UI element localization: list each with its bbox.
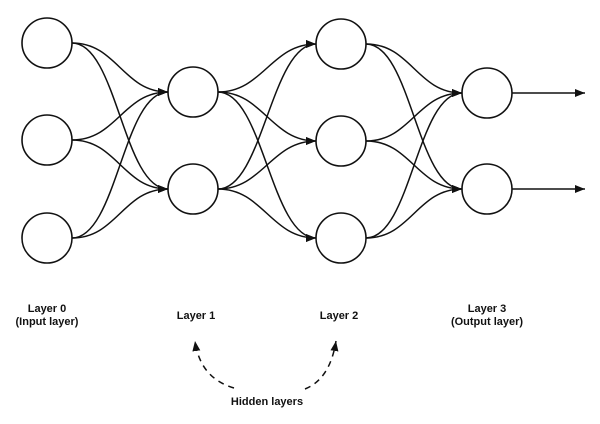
node-layer-3-1 — [461, 163, 513, 215]
node-layer-1-1 — [167, 163, 219, 215]
node-layer-2-1 — [315, 115, 367, 167]
layer-1-label-line1: Layer 1 — [176, 310, 216, 322]
edge-layer-1-to-layer-2 — [217, 40, 317, 93]
edge-layer-1-to-layer-2 — [217, 40, 317, 190]
edge-layer-0-to-layer-1 — [71, 42, 169, 96]
layer-3-label: Layer 3 (Output layer) — [451, 303, 523, 329]
hidden-layers-label: Hidden layers — [230, 396, 304, 408]
layer-2-label-line1: Layer 2 — [319, 310, 359, 322]
layer-2-label: Layer 2 — [320, 310, 359, 323]
node-layer-0-2 — [21, 212, 73, 264]
edge-layer-1-to-layer-2 — [217, 188, 317, 242]
node-layer-3-0 — [461, 67, 513, 119]
layer-0-label-line2: (Input layer) — [15, 316, 79, 328]
edge-layer-2-to-layer-3 — [365, 185, 463, 239]
node-layer-2-0 — [315, 18, 367, 70]
layer-1-label: Layer 1 — [177, 310, 216, 323]
hidden-layers-dashed-arrow-1 — [304, 340, 339, 390]
edge-layer-0-to-layer-1 — [71, 88, 169, 141]
node-layer-1-0 — [167, 66, 219, 118]
edge-layer-2-to-layer-3 — [365, 89, 463, 239]
layer-3-label-line1: Layer 3 — [467, 303, 507, 315]
edge-layer-0-to-layer-1 — [71, 88, 169, 239]
edge-layer-2-to-layer-3 — [365, 43, 463, 97]
layer-0-label-line1: Layer 0 — [27, 303, 67, 315]
edge-layer-0-to-layer-1 — [71, 185, 169, 239]
layer-3-label-line2: (Output layer) — [450, 316, 524, 328]
node-layer-0-0 — [21, 17, 73, 69]
node-layer-0-1 — [21, 114, 73, 166]
node-layer-2-2 — [315, 212, 367, 264]
hidden-layers-dashed-arrow-0 — [192, 340, 235, 389]
edge-layer-1-to-layer-2 — [217, 137, 317, 190]
edge-layer-2-to-layer-3 — [365, 89, 463, 142]
layer-0-label: Layer 0 (Input layer) — [16, 303, 79, 329]
